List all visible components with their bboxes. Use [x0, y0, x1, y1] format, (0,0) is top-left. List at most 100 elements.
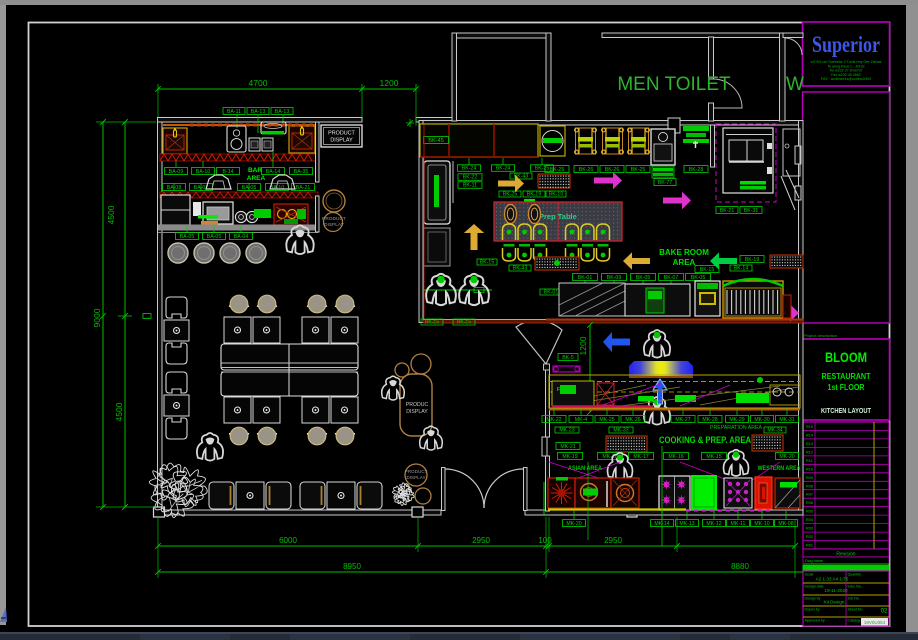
svg-text:RESTAURANT: RESTAURANT: [822, 372, 871, 381]
svg-text:BA-21: BA-21: [296, 185, 311, 191]
svg-text:Kit Design: Kit Design: [824, 600, 845, 605]
svg-text:BA-14: BA-14: [266, 169, 281, 175]
svg-text:PRODUCT: PRODUCT: [322, 216, 346, 222]
svg-text:Fax w232 45 2662: Fax w232 45 2662: [831, 73, 861, 77]
svg-text:MK-16: MK-16: [668, 454, 683, 460]
svg-text:COOKING & PREP. AREA: COOKING & PREP. AREA: [659, 435, 751, 445]
svg-text:BK-21: BK-21: [720, 208, 735, 214]
svg-text:BK-14: BK-14: [734, 265, 749, 271]
svg-text:Elev. No.: Elev. No.: [848, 585, 862, 589]
svg-text:BAKE ROOM: BAKE ROOM: [659, 248, 709, 257]
svg-text:FAX : acdtmee1s@ocdba3r494: FAX : acdtmee1s@ocdba3r494: [821, 77, 871, 81]
svg-text:BK-26: BK-26: [605, 167, 620, 173]
svg-text:R11: R11: [806, 459, 813, 463]
svg-text:DISPLAY: DISPLAY: [406, 475, 425, 480]
svg-text:MK-08: MK-08: [778, 521, 793, 527]
svg-text:100: 100: [538, 536, 552, 545]
svg-text:Prep Table: Prep Table: [539, 212, 577, 221]
svg-text:Approved by: Approved by: [805, 619, 825, 623]
svg-text:Sheet No.: Sheet No.: [848, 608, 864, 612]
svg-text:Dwg name: Dwg name: [805, 559, 823, 563]
svg-text:Catalog No.: Catalog No.: [848, 619, 867, 623]
svg-text:W: W: [786, 74, 804, 95]
svg-text:BK-22: BK-22: [463, 175, 478, 181]
svg-text:R15: R15: [806, 425, 813, 429]
svg-text:R12: R12: [806, 450, 813, 454]
svg-text:BK-25: BK-25: [550, 167, 565, 173]
svg-text:R13: R13: [806, 442, 813, 446]
svg-text:x/2 9/3 um Soeneav 3 Tumk rmy: x/2 9/3 um Soeneav 3 Tumk rmy Oev Dehas: [811, 60, 882, 64]
svg-text:KITCHEN LAYOUT: KITCHEN LAYOUT: [821, 408, 872, 415]
svg-text:BA-10: BA-10: [196, 169, 211, 175]
svg-text:BK-01: BK-01: [544, 289, 559, 295]
svg-text:BK-09: BK-09: [607, 275, 622, 281]
svg-text:MK-18: MK-18: [602, 454, 617, 460]
svg-text:BK-25: BK-25: [631, 167, 646, 173]
svg-text:MK-4: MK-4: [575, 417, 588, 423]
svg-text:PREPARATION AREA: PREPARATION AREA: [710, 425, 762, 431]
svg-text:BK-43: BK-43: [513, 265, 528, 271]
svg-text:MK-20: MK-20: [779, 454, 794, 460]
svg-text:R08: R08: [806, 484, 813, 488]
svg-text:AREA: AREA: [673, 258, 696, 267]
svg-text:1200: 1200: [578, 336, 588, 355]
svg-text:BA-35: BA-35: [294, 169, 309, 175]
svg-text:A2 1:33 A4 1:75: A2 1:33 A4 1:75: [816, 577, 849, 582]
svg-text:DISPLAY: DISPLAY: [324, 222, 345, 228]
svg-text:BA-13: BA-13: [251, 109, 266, 115]
svg-text:2950: 2950: [472, 536, 490, 545]
svg-text:MK-33: MK-33: [613, 427, 628, 433]
svg-text:BK-10: BK-10: [549, 191, 564, 197]
svg-text:DISPLAY: DISPLAY: [406, 409, 428, 415]
svg-text:MK-17: MK-17: [633, 454, 648, 460]
svg-text:Te aneg Rece L - 4/192: Te aneg Rece L - 4/192: [827, 64, 864, 68]
svg-text:MEN TOILET: MEN TOILET: [617, 74, 731, 95]
svg-text:BK-28: BK-28: [689, 167, 704, 173]
svg-text:MK-28: MK-28: [702, 417, 717, 423]
svg-text:B-14: B-14: [223, 169, 234, 175]
svg-text:R07: R07: [806, 493, 813, 497]
svg-text:BK-24: BK-24: [496, 166, 511, 172]
svg-text:Revision: Revision: [836, 552, 855, 558]
svg-text:BK-77: BK-77: [658, 180, 673, 186]
svg-text:BK-19: BK-19: [527, 191, 542, 197]
svg-text:R03: R03: [806, 527, 813, 531]
svg-text:BK-26: BK-26: [579, 167, 594, 173]
svg-text:1200: 1200: [380, 78, 399, 88]
svg-text:02: 02: [881, 609, 888, 615]
svg-text:BLOOM: BLOOM: [825, 349, 867, 365]
svg-text:MK-23: MK-23: [559, 427, 574, 433]
svg-text:MK-15: MK-15: [706, 454, 721, 460]
svg-text:19V0U354: 19V0U354: [864, 620, 886, 625]
svg-text:BK-45: BK-45: [428, 138, 444, 144]
svg-text:MK-29: MK-29: [729, 417, 744, 423]
svg-text:MK-20: MK-20: [566, 521, 581, 527]
svg-text:PRODUCT: PRODUCT: [405, 469, 428, 474]
svg-text:MK-25: MK-25: [599, 417, 614, 423]
svg-text:R04: R04: [806, 518, 813, 522]
svg-text:Project description: Project description: [804, 333, 837, 338]
svg-text:BA-13: BA-13: [275, 109, 290, 115]
svg-text:BK-15: BK-15: [457, 319, 472, 325]
svg-text:19-11-2020: 19-11-2020: [824, 588, 848, 593]
svg-text:Design date: Design date: [805, 585, 824, 589]
svg-text:BA-04: BA-04: [234, 234, 249, 240]
svg-text:8880: 8880: [731, 562, 749, 571]
svg-text:BK-24: BK-24: [462, 166, 477, 172]
svg-text:Superior: Superior: [812, 32, 880, 57]
svg-text:MK-10: MK-10: [754, 521, 769, 527]
svg-text:BK-07: BK-07: [664, 275, 679, 281]
svg-text:4700: 4700: [249, 78, 268, 88]
svg-text:4500: 4500: [114, 402, 124, 421]
svg-text:MK-26: MK-26: [625, 417, 640, 423]
svg-text:MK-12: MK-12: [706, 521, 721, 527]
svg-text:Quantity: Quantity: [848, 573, 862, 577]
svg-text:MK-27: MK-27: [675, 417, 690, 423]
svg-text:AREA: AREA: [247, 175, 266, 182]
svg-text:MK-13: MK-13: [679, 521, 694, 527]
svg-text:ASIAN AREA: ASIAN AREA: [568, 466, 603, 472]
svg-text:BK-25: BK-25: [503, 191, 518, 197]
svg-text:Job No.: Job No.: [848, 597, 860, 601]
svg-text:Design by: Design by: [805, 597, 821, 601]
svg-text:R02: R02: [806, 535, 813, 539]
